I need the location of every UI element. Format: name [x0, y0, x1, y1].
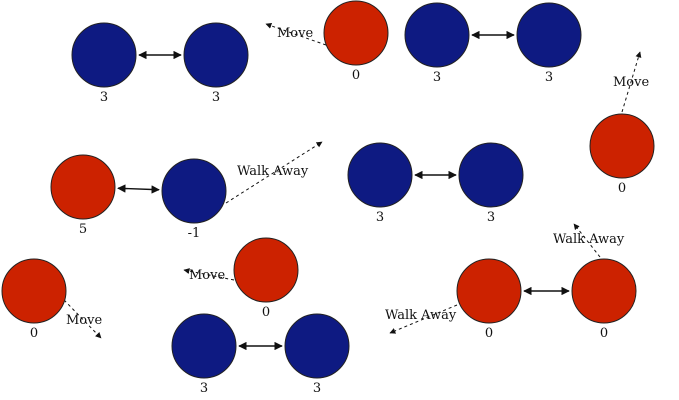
action-label: Move: [66, 313, 102, 328]
action-label: Walk Away: [553, 232, 625, 247]
blue-agent-node: [284, 313, 350, 379]
blue-agent-node: [516, 2, 582, 68]
action-label: Move: [613, 75, 649, 90]
node-score: 0: [485, 326, 493, 341]
node-score: 5: [79, 222, 87, 237]
node-score: -1: [188, 226, 201, 241]
node-score: 3: [200, 381, 208, 396]
action-arrow: [225, 141, 323, 204]
node-score: 3: [433, 70, 441, 85]
blue-agent-node: [347, 142, 413, 208]
red-agent-node: [456, 258, 522, 324]
action-label: Move: [277, 26, 313, 41]
blue-agent-node: [458, 142, 524, 208]
red-agent-node: [1, 258, 67, 324]
node-score: 3: [212, 90, 220, 105]
node-score: 3: [100, 90, 108, 105]
action-arrow: [573, 223, 601, 258]
red-agent-node: [233, 237, 299, 303]
action-arrow: [183, 268, 235, 281]
blue-agent-node: [71, 22, 137, 88]
node-score: 3: [376, 210, 384, 225]
blue-agent-node: [161, 158, 227, 224]
node-score: 3: [313, 381, 321, 396]
node-score: 3: [545, 70, 553, 85]
red-agent-node: [571, 258, 637, 324]
red-agent-node: [323, 0, 389, 66]
action-label: Move: [189, 268, 225, 283]
blue-agent-node: [171, 313, 237, 379]
blue-agent-node: [183, 22, 249, 88]
action-label: Walk Away: [237, 164, 309, 179]
blue-agent-node: [404, 2, 470, 68]
action-arrow: [621, 51, 642, 113]
node-score: 0: [600, 326, 608, 341]
red-agent-node: [589, 113, 655, 179]
node-score: 0: [352, 68, 360, 83]
red-agent-node: [50, 154, 116, 220]
action-arrow: [63, 299, 102, 339]
action-arrow: [265, 22, 327, 46]
node-score: 0: [30, 326, 38, 341]
interaction-link: [117, 184, 160, 194]
node-score: 0: [262, 305, 270, 320]
action-label: Walk Away: [385, 308, 457, 323]
action-arrow: [389, 304, 458, 334]
node-score: 3: [487, 210, 495, 225]
node-score: 0: [618, 181, 626, 196]
